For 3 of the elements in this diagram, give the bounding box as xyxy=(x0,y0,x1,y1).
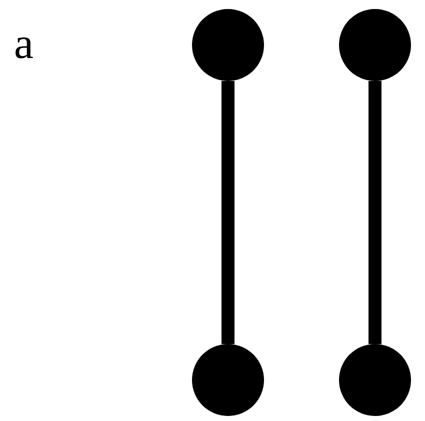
panel-letter: a xyxy=(14,22,34,66)
connector-line xyxy=(222,81,234,344)
connector-line xyxy=(368,81,382,344)
